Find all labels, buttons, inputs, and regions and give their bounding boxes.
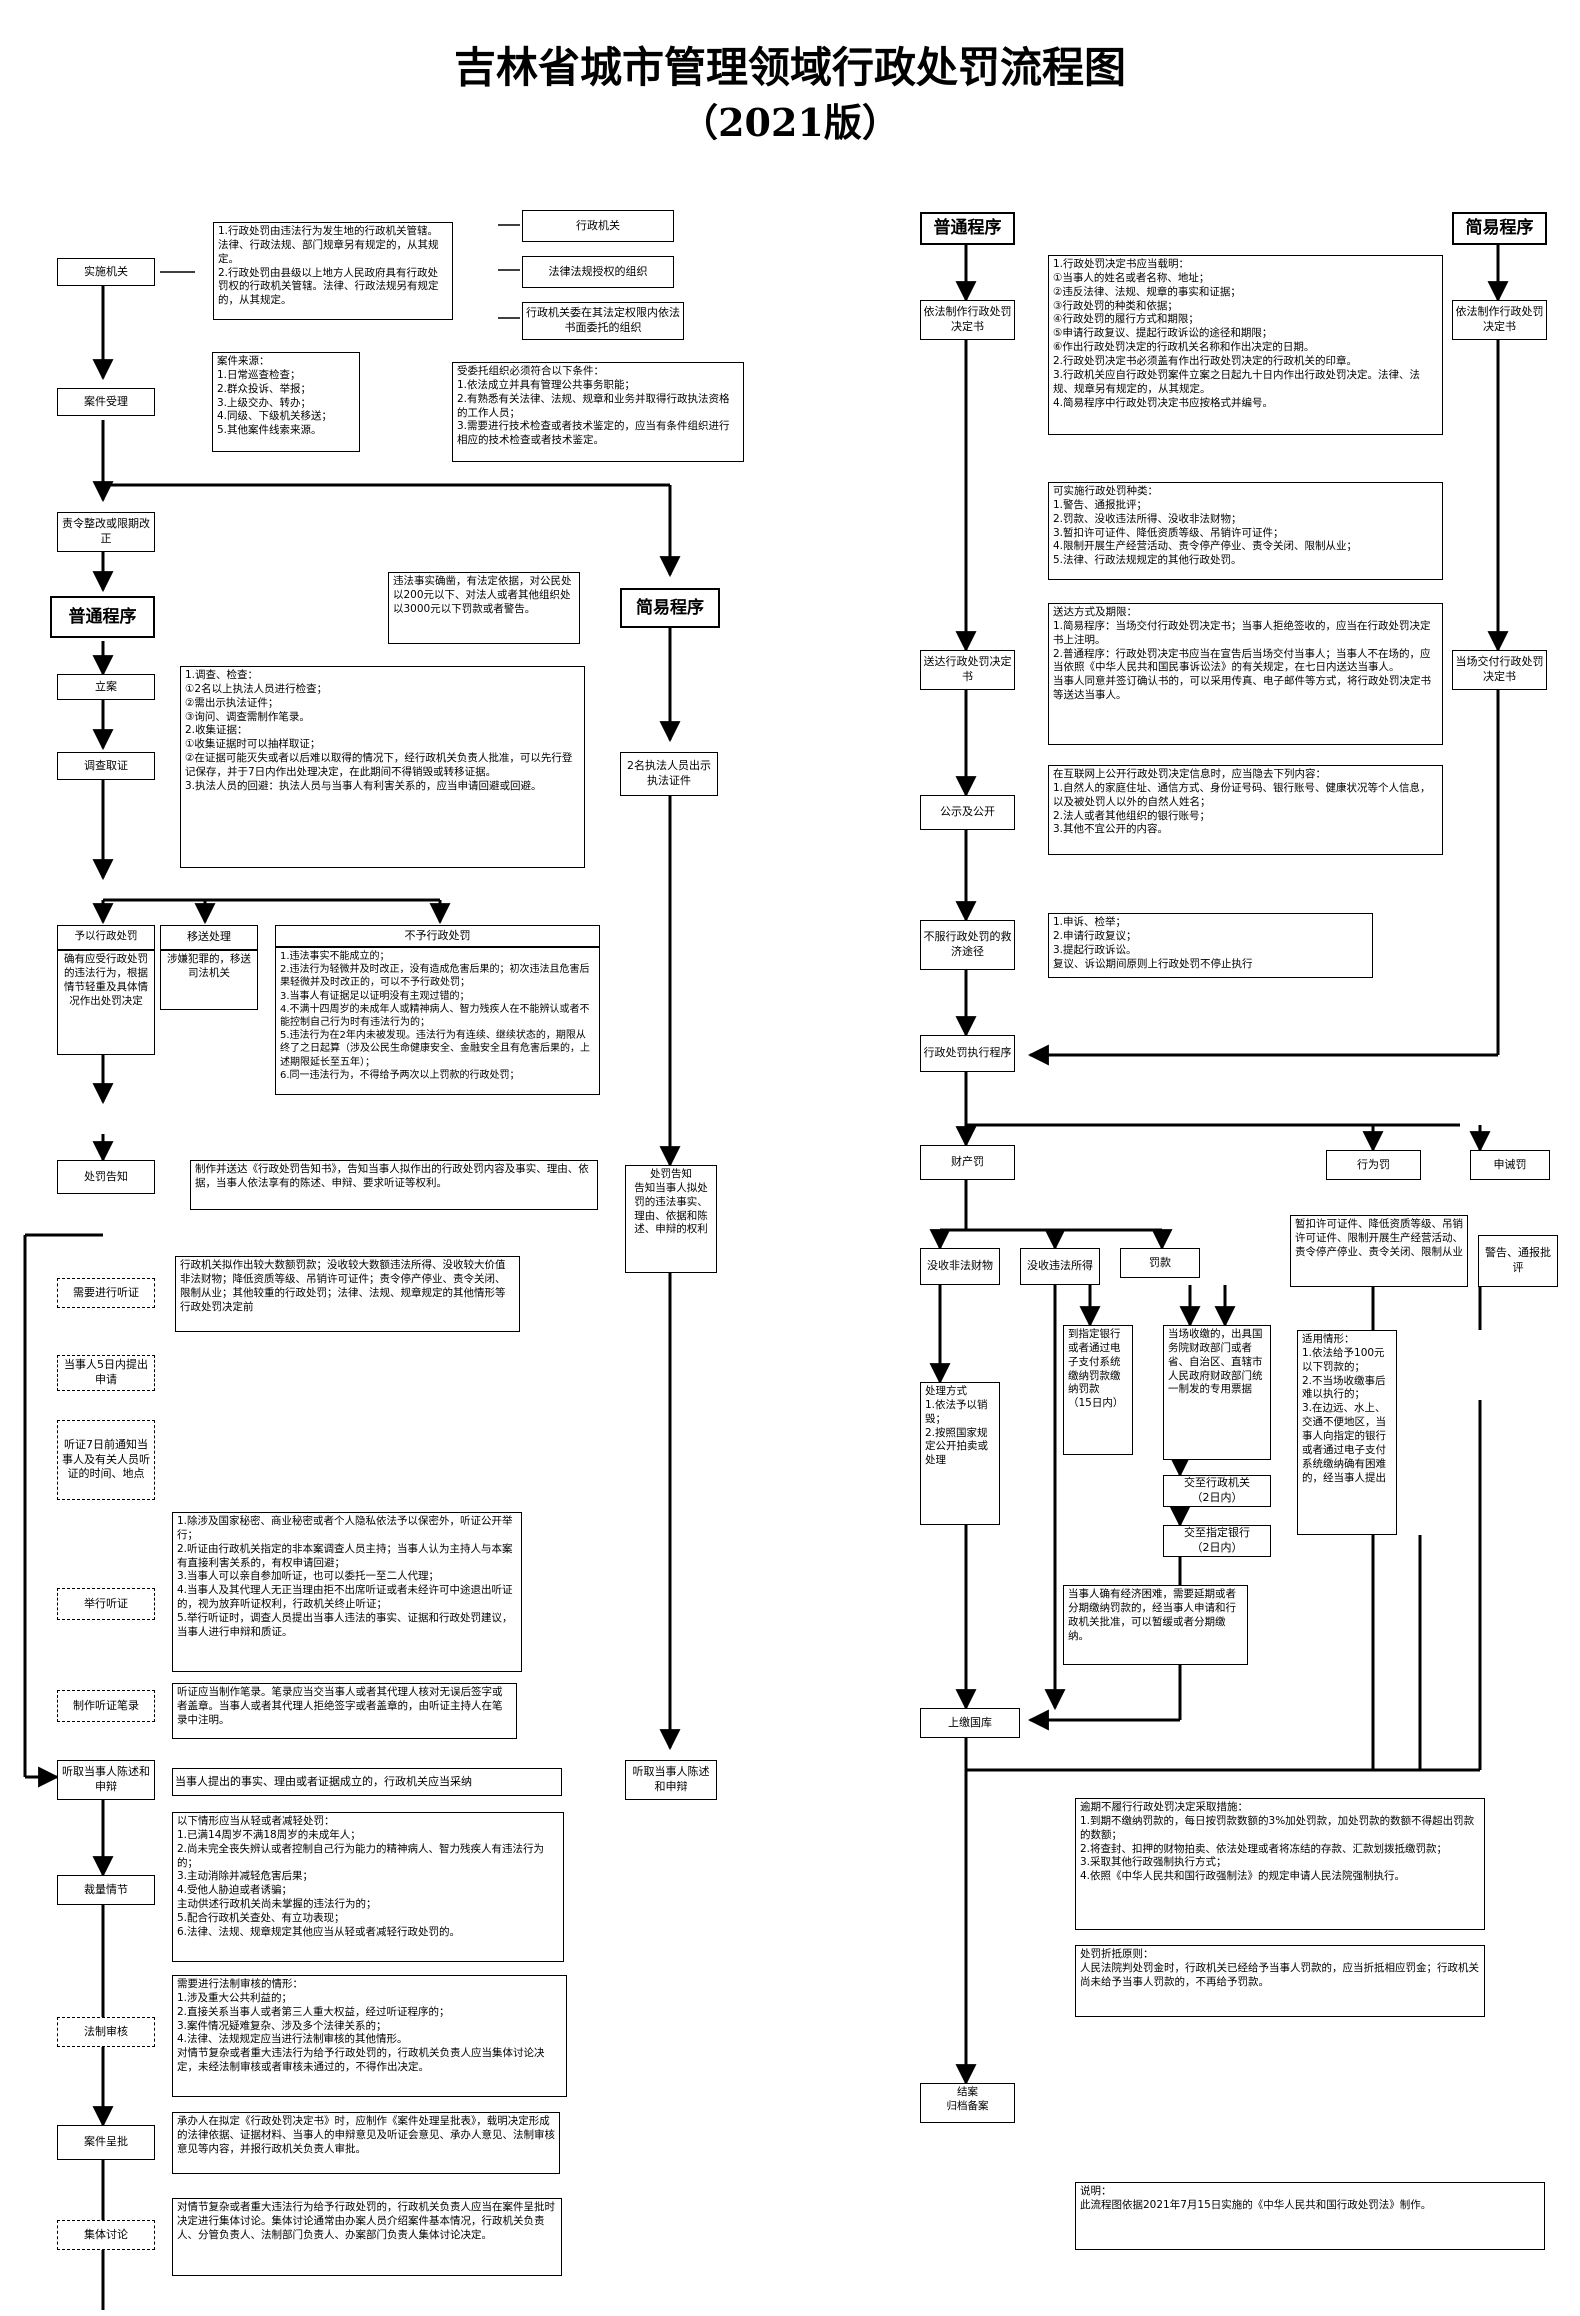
give-penalty-node: 予以行政处罚 [57,925,155,950]
hear-defense-node: 听取当事人陈述和申辩 [57,1760,155,1800]
page-subtitle: （2021版） [680,100,900,145]
order-correct-node: 责令整改或限期改正 [57,512,155,552]
remedy-desc: 1.申诉、检举； 2.申请行政复议； 3.提起行政诉讼。 复议、诉讼期间原则上行… [1048,913,1373,978]
decision-desc: 1.行政处罚决定书应当载明： ①当事人的姓名或者名称、地址； ②违反法律、法规、… [1048,255,1443,435]
no-penalty-node: 不予行政处罚 [275,925,600,947]
simple-make-decision-node: 依法制作行政处罚决定书 [1452,300,1547,340]
left-simple-proc-header: 简易程序 [620,588,720,628]
property-penalty-node: 财产罚 [920,1145,1015,1180]
fine-node: 罚款 [1120,1248,1200,1278]
discretion-node: 裁量情节 [57,1875,155,1905]
publish-node: 公示及公开 [920,795,1015,830]
bank-pay-desc: 到指定银行或者通过电子支付系统缴纳罚款缴纳罚款 （15日内） [1063,1325,1133,1455]
note-box: 说明： 此流程图依据2021年7月15日实施的《中华人民共和国行政处罚法》制作。 [1075,2182,1545,2250]
right-normal-proc-header: 普通程序 [920,212,1015,245]
reputation-penalty-node: 申诫罚 [1470,1150,1550,1180]
confiscate-property-node: 没收非法财物 [920,1248,1000,1285]
simple-deliver-node: 当场交付行政处罚决定书 [1452,650,1547,690]
give-penalty-desc: 确有应受行政处罚的违法行为，根据情节轻重及具体情况作出处罚决定 [57,950,155,1055]
confiscate-income-node: 没收违法所得 [1020,1248,1100,1285]
hear-defense-desc: 当事人提出的事实、理由或者证据成立的，行政机关应当采纳 [172,1768,562,1796]
case-accept-node: 案件受理 [57,388,155,416]
reputation-penalty-desc: 警告、通报批评 [1478,1235,1558,1287]
notice-node: 处罚告知 [57,1160,155,1194]
org-entrust-node: 行政机关委在其法定权限内依法书面委托的组织 [522,302,684,340]
investigate-desc: 1.调查、检查： ①2名以上执法人员进行检查； ②需出示执法证件； ③询问、调查… [180,666,585,868]
behavior-penalty-desc: 暂扣许可证件、降低资质等级、吊销许可证件、限制开展生产经营活动、责令停产停业、责… [1290,1215,1468,1287]
treasury-node: 上缴国库 [920,1708,1020,1738]
file-case-node: 立案 [57,674,155,700]
investigate-node: 调查取证 [57,752,155,780]
case-approve-node: 案件呈批 [57,2125,155,2160]
to-organ-node: 交至行政机关 （2日内） [1163,1475,1271,1507]
disposal-desc: 处理方式 1.依法予以销毁； 2.按照国家规定公开拍卖或处理 [920,1382,1000,1525]
org-admin-node: 行政机关 [522,210,674,242]
onsite-collect-desc: 当场收缴的，出具国务院财政部门或者省、自治区、直辖市人民政府财政部门统一制发的专… [1163,1325,1271,1460]
legal-review-node: 法制审核 [57,2017,155,2047]
transfer-desc: 涉嫌犯罪的，移送司法机关 [160,950,258,1010]
to-bank-node: 交至指定银行 （2日内） [1163,1525,1271,1557]
apply-5d-node: 当事人5日内提出申请 [57,1355,155,1391]
simple-proc-conditions: 违法事实确凿，有法定依据，对公民处以200元以下、对法人或者其他组织处以3000… [388,572,580,644]
org-law-node: 法律法规授权的组织 [522,256,674,288]
apply-conditions: 适用情形： 1.依法给予100元以下罚款的； 2.不当场收缴事后难以执行的； 3… [1297,1330,1397,1535]
hold-hearing-desc: 1.除涉及国家秘密、商业秘密或者个人隐私依法予以保密外，听证公开举行； 2.听证… [172,1512,522,1672]
collective-node: 集体讨论 [57,2220,155,2250]
case-approve-desc: 承办人在拟定《行政处罚决定书》时，应制作《案件处理呈批表》，载明决定形成的法律依… [172,2112,560,2174]
notify-7d-node: 听证7日前通知当事人及有关人员听证的时间、地点 [57,1420,155,1500]
left-normal-proc-header: 普通程序 [50,596,155,638]
simple-hear-node: 听取当事人陈述和申辩 [625,1760,717,1800]
execute-node: 行政处罚执行程序 [920,1035,1015,1072]
collective-desc: 对情节复杂或者重大违法行为给予行政处罚的，行政机关负责人应当在案件呈批时决定进行… [172,2198,562,2276]
discretion-desc: 以下情形应当从轻或者减轻处罚： 1.已满14周岁不满18周岁的未成年人； 2.尚… [172,1812,564,1962]
page-title: 吉林省城市管理领域行政处罚流程图 [453,43,1126,92]
impl-organ-node: 实施机关 [57,258,155,286]
notice-desc: 制作并送达《行政处罚告知书》，告知当事人拟作出的行政处罚内容及事实、理由、依据，… [190,1160,598,1210]
transfer-node: 移送处理 [160,925,258,950]
impl-organ-desc: 1.行政处罚由违法行为发生地的行政机关管辖。法律、行政法规、部门规章另有规定的，… [213,222,453,320]
hold-hearing-node: 举行听证 [57,1588,155,1620]
right-simple-proc-header: 简易程序 [1452,212,1547,245]
make-record-node: 制作听证笔录 [57,1690,155,1722]
offset-principle: 处罚折抵原则： 人民法院判处罚金时，行政机关已经给予当事人罚款的，应当折抵相应罚… [1075,1945,1485,2017]
legal-review-desc: 需要进行法制审核的情形： 1.涉及重大公共利益的； 2.直接关系当事人或者第三人… [172,1975,567,2097]
make-decision-node: 依法制作行政处罚决定书 [920,300,1015,340]
simple-notice-node: 处罚告知 告知当事人拟处罚的违法事实、理由、依据和陈述、申辩的权利 [625,1165,717,1273]
make-record-desc: 听证应当制作笔录。笔录应当交当事人或者其代理人核对无误后签字或者盖章。当事人或者… [172,1683,517,1739]
no-penalty-desc: 1.违法事实不能成立的； 2.违法行为轻微并及时改正，没有造成危害后果的；初次违… [275,947,600,1095]
behavior-penalty-node: 行为罚 [1326,1150,1421,1180]
overdue-measures: 逾期不履行行政处罚决定采取措施： 1.到期不缴纳罚款的，每日按罚款数额的3%加处… [1075,1798,1485,1930]
case-source-desc: 案件来源： 1.日常巡查检查； 2.群众投诉、举报； 3.上级交办、转办； 4.… [212,352,360,452]
close-case-node: 结案 归档备案 [920,2083,1015,2123]
remedy-node: 不服行政处罚的救济途径 [920,920,1015,970]
entrust-conditions: 受委托组织必须符合以下条件： 1.依法成立并具有管理公共事务职能； 2.有熟悉有… [452,362,744,462]
penalty-types: 可实施行政处罚种类： 1.警告、通报批评； 2.罚款、没收违法所得、没收非法财物… [1048,482,1443,580]
deliver-node: 送达行政处罚决定书 [920,650,1015,690]
publish-desc: 在互联网上公开行政处罚决定信息时，应当隐去下列内容： 1.自然人的家庭住址、通信… [1048,765,1443,855]
need-hearing-node: 需要进行听证 [57,1278,155,1308]
hardship-desc: 当事人确有经济困难，需要延期或者分期缴纳罚款的，经当事人申请和行政机关批准，可以… [1063,1585,1248,1665]
need-hearing-desc: 行政机关拟作出较大数额罚款；没收较大数额违法所得、没收较大价值非法财物；降低资质… [175,1256,520,1332]
deliver-desc: 送达方式及期限： 1.简易程序：当场交付行政处罚决定书；当事人拒绝签收的，应当在… [1048,603,1443,745]
two-officers-node: 2名执法人员出示执法证件 [620,752,718,796]
